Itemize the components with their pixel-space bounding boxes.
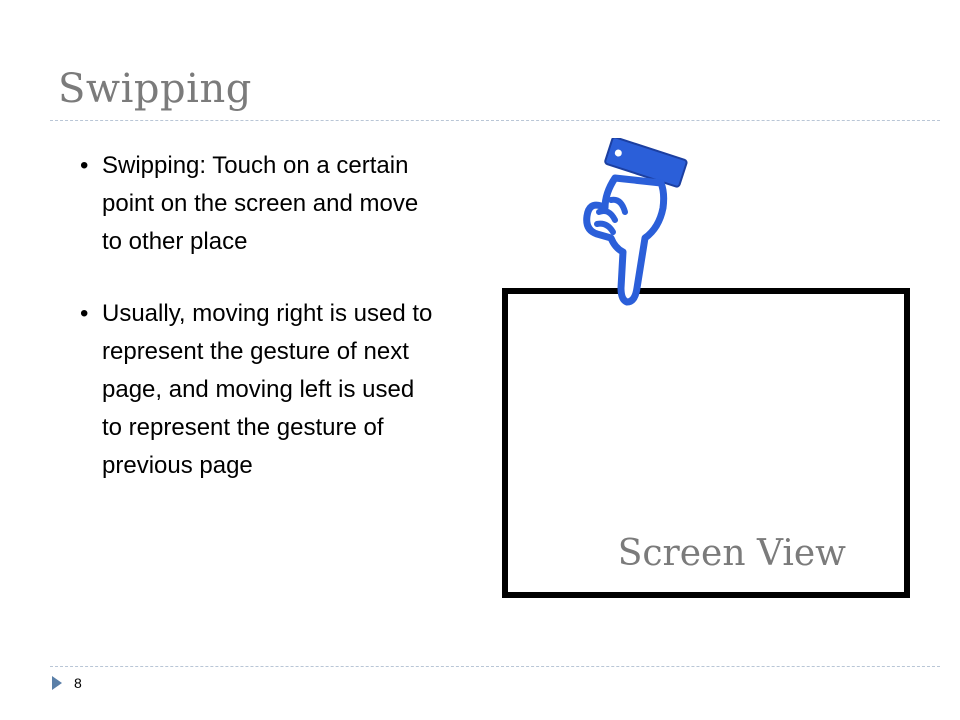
slide-marker-icon — [52, 676, 62, 690]
page-number: 8 — [74, 675, 82, 691]
slide-title: Swipping — [58, 66, 252, 112]
pointing-hand-icon — [583, 138, 688, 306]
top-divider — [50, 120, 940, 121]
screen-view-label: Screen View — [617, 533, 846, 574]
bullet-item: Swipping: Touch on a certain point on th… — [80, 147, 440, 261]
bottom-divider — [50, 666, 940, 667]
bullet-list: Swipping: Touch on a certain point on th… — [80, 147, 440, 519]
bullet-item: Usually, moving right is used to represe… — [80, 295, 440, 485]
screen-view-box: Screen View — [502, 288, 910, 598]
